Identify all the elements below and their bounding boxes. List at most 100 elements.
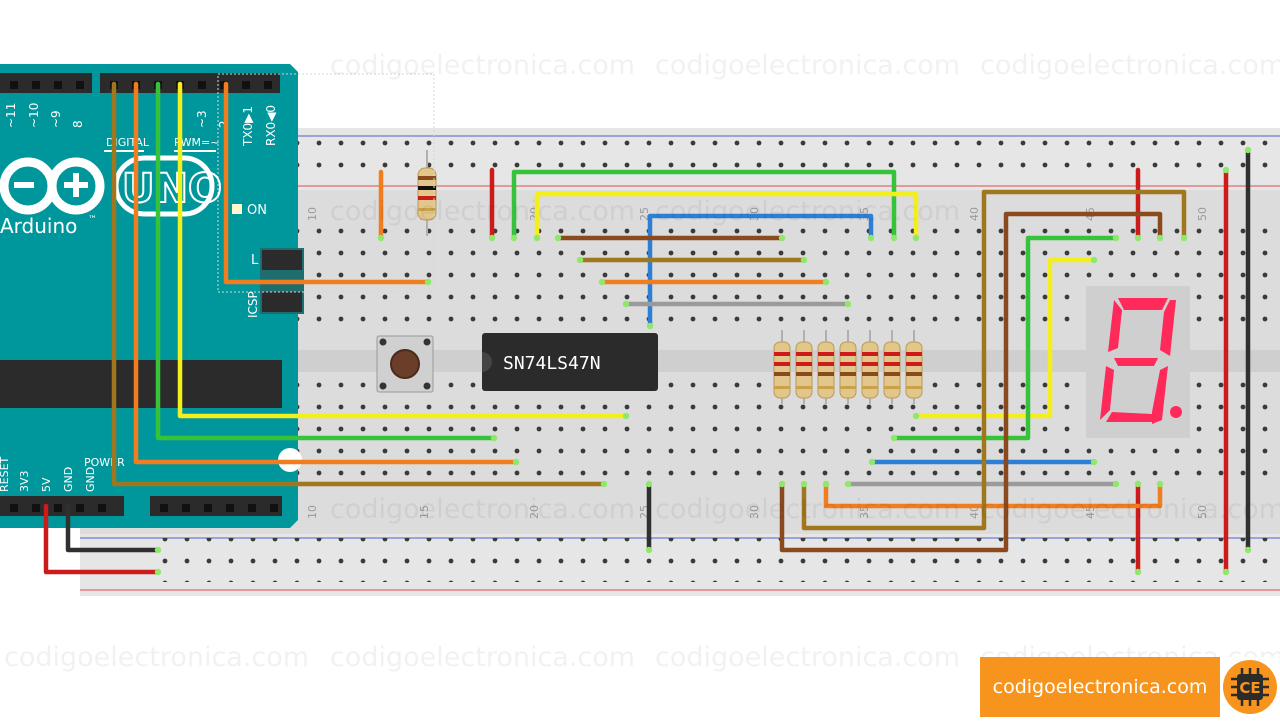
connection-dot (512, 458, 520, 466)
connection-dot (1134, 480, 1142, 488)
display-segment (1152, 366, 1168, 424)
connection-dot (1180, 234, 1188, 242)
connection-dot (488, 234, 496, 242)
header-digital-left (0, 73, 92, 93)
connection-dot (800, 256, 808, 264)
power-pin-label: GND (84, 467, 97, 492)
connection-dot (645, 480, 653, 488)
connection-dot (490, 434, 498, 442)
connection-dot (1090, 256, 1098, 264)
connection-dot (800, 480, 808, 488)
tx-label: TX0▶1 (241, 106, 255, 147)
wire-olive-display (801, 189, 1187, 531)
connection-dot (1156, 480, 1164, 488)
seven-segment-display (1086, 286, 1190, 438)
resistor (861, 330, 879, 404)
display-segments (1100, 298, 1182, 424)
display-segment (1100, 366, 1114, 420)
display-segment (1106, 412, 1152, 422)
display-segment (1160, 300, 1176, 356)
column-number: 35 (858, 505, 871, 519)
signal-wires (511, 169, 1187, 553)
wire-red-5v (43, 503, 161, 575)
wire-olive-pin11 (111, 81, 607, 487)
arduino-trademark: ™ (88, 215, 97, 225)
arduino-logo (0, 157, 105, 215)
column-number: 50 (1196, 505, 1209, 519)
connection-dot (576, 256, 584, 264)
column-number: 50 (1196, 207, 1209, 221)
header-digital-label: DIGITAL (106, 136, 150, 149)
display-segment (1108, 300, 1122, 352)
chip-logo-icon: CE (1220, 657, 1280, 717)
wire-green-top (511, 169, 897, 241)
arduino-wires (43, 81, 629, 575)
connection-dot (822, 278, 830, 286)
wire-green-pin9 (155, 81, 497, 441)
connection-dot (622, 300, 630, 308)
resistor (795, 330, 813, 404)
power-pin-label: RESET (0, 456, 11, 492)
badge-text: codigoelectronica.com (980, 657, 1220, 717)
site-badge: codigoelectronica.com CE (980, 657, 1280, 717)
header-analog (150, 496, 282, 516)
connection-dot (1244, 546, 1252, 554)
connection-dot (1112, 480, 1120, 488)
connection-dot (844, 300, 852, 308)
connection-dot (890, 234, 898, 242)
selection-box (217, 73, 435, 293)
push-button (376, 335, 434, 393)
wire-orange-pin10 (133, 81, 519, 465)
connection-dot (510, 234, 518, 242)
arduino-pcb-dark-strip (0, 360, 282, 408)
column-number: 40 (968, 207, 981, 221)
resistor (905, 330, 923, 404)
wire-yellow-top (534, 191, 919, 241)
on-led (232, 204, 242, 214)
connection-dot (1090, 458, 1098, 466)
column-number: 15 (418, 505, 431, 519)
connection-dot (890, 434, 898, 442)
column-number: 45 (1084, 505, 1097, 519)
connection-dot (622, 412, 630, 420)
connection-dot (868, 458, 876, 466)
column-number: 10 (306, 207, 319, 221)
connection-dot (844, 480, 852, 488)
connection-dot (600, 480, 608, 488)
connection-dot (778, 234, 786, 242)
resistor (883, 330, 901, 404)
connection-dot (646, 322, 654, 330)
ic-chip: SN74LS47N (482, 333, 658, 391)
pull-resistor (417, 150, 437, 236)
column-number: 40 (968, 505, 981, 519)
column-number: 10 (306, 505, 319, 519)
connection-dot (154, 546, 162, 554)
connection-dot (778, 480, 786, 488)
wire-yellow-pin8 (177, 81, 629, 419)
connection-dot (1134, 234, 1142, 242)
connection-dot (912, 234, 920, 242)
wire-black-gnd (65, 503, 161, 553)
resistor (817, 330, 835, 404)
power-pin-label: 5V (40, 477, 53, 492)
rx-label: RX0◀0 (264, 105, 278, 146)
icsp-label: ICSP (246, 291, 260, 318)
wire-green-display (891, 235, 1119, 441)
connection-dot (554, 234, 562, 242)
on-label: ON (247, 203, 267, 218)
wire-orange-pin2 (223, 81, 431, 285)
display-segment (1114, 358, 1158, 366)
digital-pin-label: 8 (71, 120, 85, 128)
holes-top-rail-1 (286, 138, 1280, 182)
resistor-array (773, 330, 923, 404)
connection-dot (912, 412, 920, 420)
connection-dot (598, 278, 606, 286)
digital-pin-label: ~10 (27, 103, 41, 128)
l-label: L (251, 253, 259, 268)
connection-dot (377, 234, 385, 242)
resistor (839, 330, 857, 404)
connection-dot (1156, 234, 1164, 242)
badge-logo-letters: CE (1239, 679, 1260, 697)
